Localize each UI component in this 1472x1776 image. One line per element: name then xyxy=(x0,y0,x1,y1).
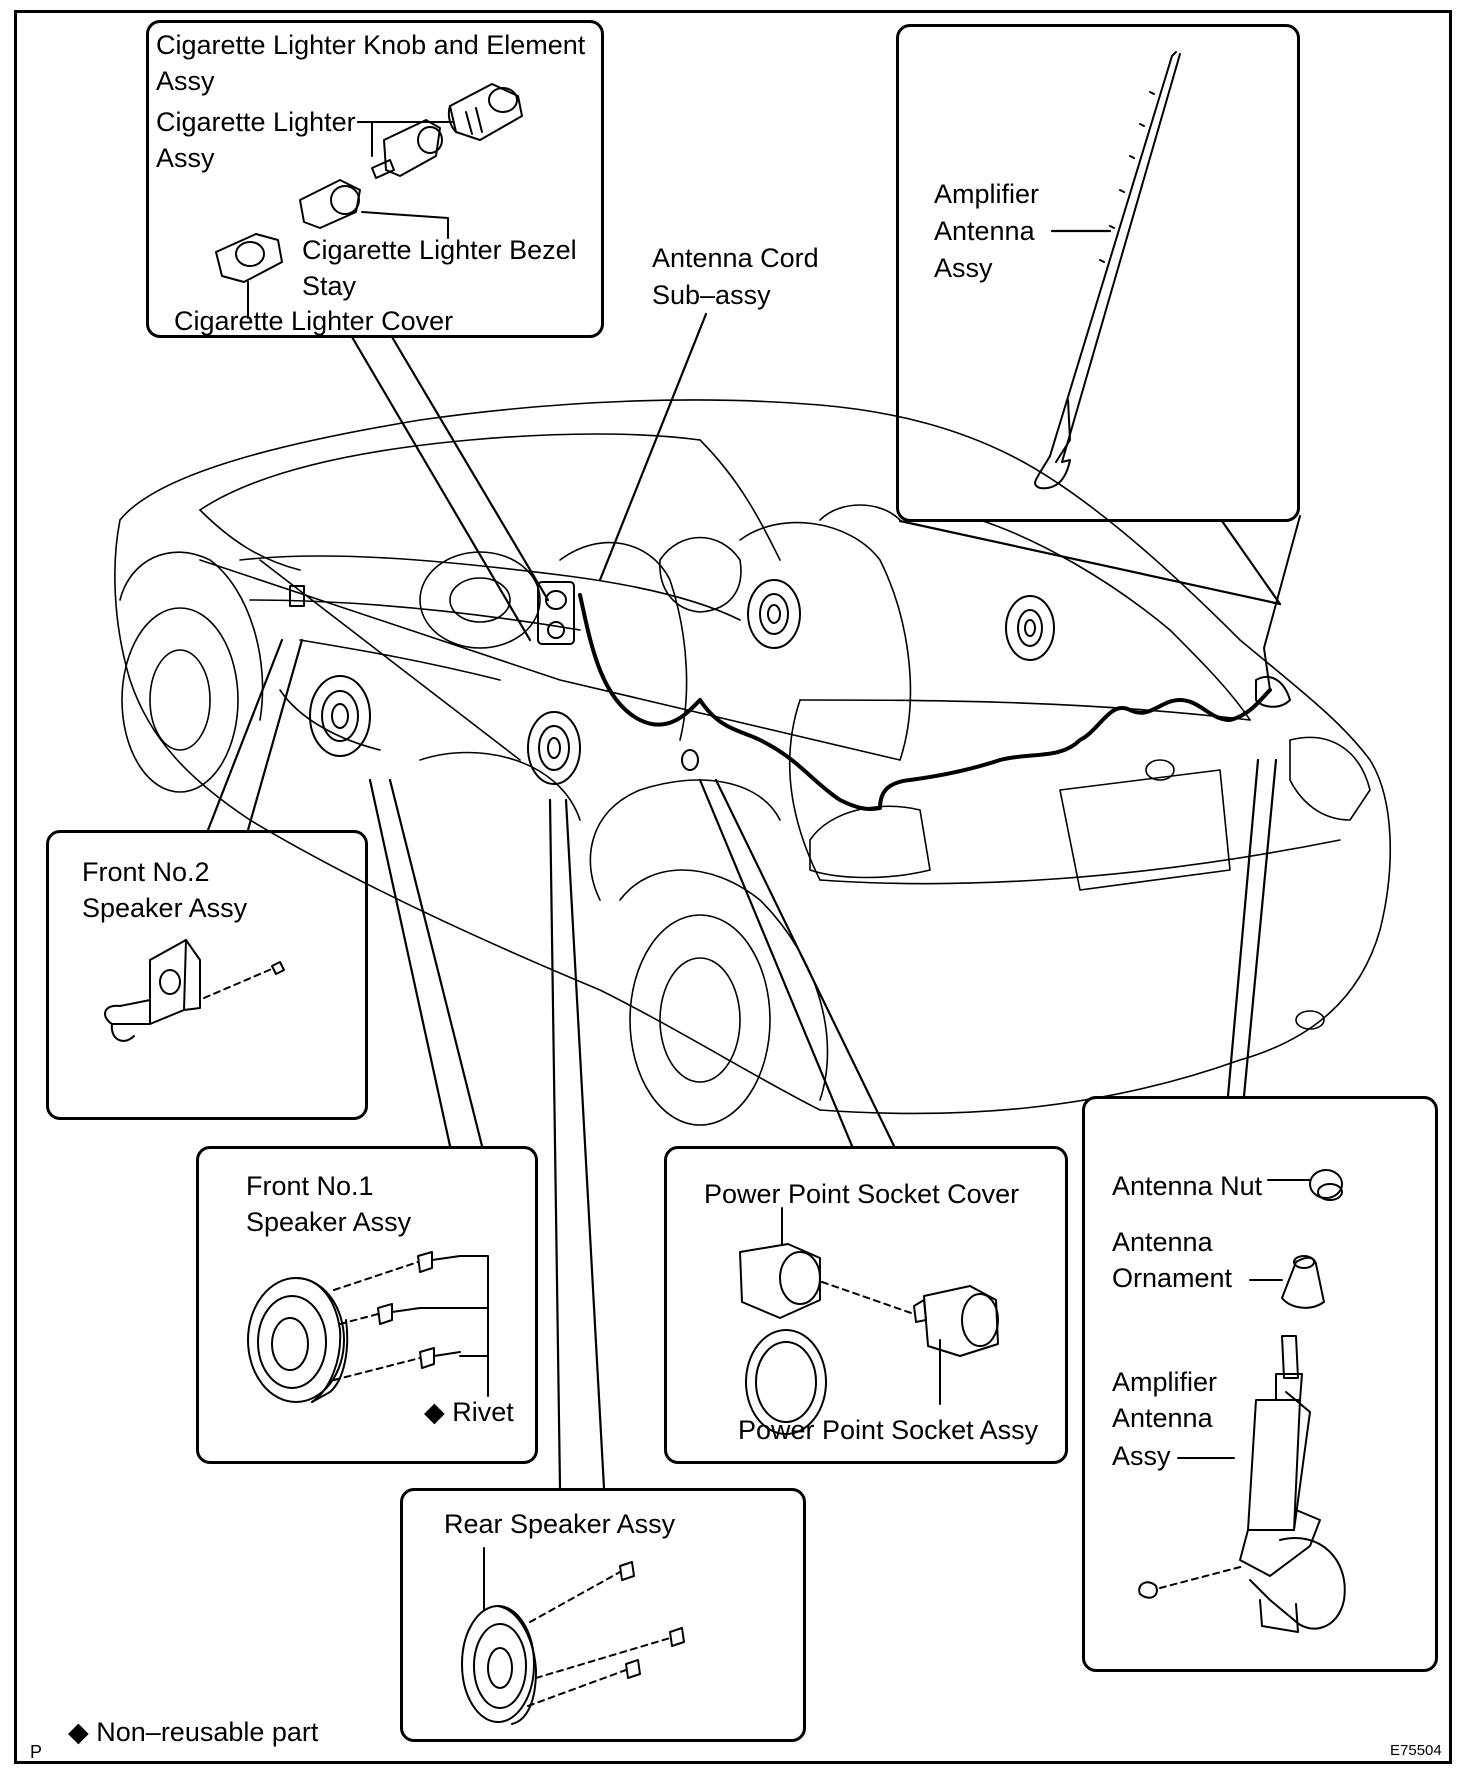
label-amp-antenna-bottom: Amplifier xyxy=(1112,1367,1218,1397)
label-amp-antenna-top: Amplifier xyxy=(934,179,1040,209)
car-speaker-upper-right xyxy=(1006,596,1054,660)
label-antenna-cord-line2: Sub–assy xyxy=(652,280,771,310)
car-speaker-front-no1 xyxy=(310,676,370,756)
label-cig-knob: Cigarette Lighter Knob and Element xyxy=(156,30,586,60)
callout-power-point-socket xyxy=(664,1146,1068,1464)
label-cig-bezel: Cigarette Lighter Bezel xyxy=(302,235,577,265)
label-amp-antenna-bottom-line3: Assy xyxy=(1112,1441,1171,1471)
car-illustration xyxy=(115,400,1390,1125)
cig-bezel-stay-illustration xyxy=(300,180,360,228)
cig-lighter-illustration xyxy=(372,120,442,178)
label-cig-cover: Cigarette Lighter Cover xyxy=(174,306,454,336)
power-socket-assy-illustration xyxy=(822,1282,998,1404)
label-amp-antenna-top-line2: Antenna xyxy=(934,216,1035,246)
label-front-no2: Front No.2 xyxy=(82,857,210,887)
label-rivet: ◆ Rivet xyxy=(424,1397,514,1427)
antenna-ornament-illustration xyxy=(1250,1256,1324,1308)
callout-rear-speaker xyxy=(400,1488,806,1742)
front-no2-speaker-illustration xyxy=(105,940,284,1041)
callout-front-no2-speaker xyxy=(46,830,368,1120)
label-antenna-ornament: Antenna xyxy=(1112,1227,1213,1257)
label-power-cover: Power Point Socket Cover xyxy=(704,1179,1020,1209)
label-amp-antenna-bottom-line2: Antenna xyxy=(1112,1403,1213,1433)
cig-knob-element-illustration xyxy=(449,84,522,140)
car-cig-lighter xyxy=(538,582,574,644)
label-antenna-cord: Antenna Cord xyxy=(652,243,819,273)
label-antenna-nut: Antenna Nut xyxy=(1112,1171,1263,1201)
callout-cigarette-lighter xyxy=(146,20,604,338)
figure-code: E75504 xyxy=(1390,1742,1442,1759)
diagram-frame xyxy=(14,10,1452,1764)
cig-leader-lines xyxy=(248,122,452,318)
amp-antenna-whip-illustration xyxy=(1035,52,1180,488)
car-speaker-rear xyxy=(528,712,580,784)
antenna-nut-illustration xyxy=(1268,1170,1342,1200)
power-socket-cover-illustration xyxy=(740,1208,826,1434)
label-cig-bezel-line2: Stay xyxy=(302,271,357,301)
cig-cover-illustration xyxy=(216,234,282,282)
callout-amplifier-antenna-top xyxy=(896,24,1300,522)
label-cig-lighter: Cigarette Lighter xyxy=(156,107,356,137)
label-power-assy: Power Point Socket Assy xyxy=(738,1415,1039,1445)
label-front-no2-line2: Speaker Assy xyxy=(82,893,248,923)
car-speaker-upper-left xyxy=(748,580,800,648)
front-no1-speaker-illustration xyxy=(248,1252,488,1402)
rear-speaker-illustration xyxy=(462,1548,684,1724)
callout-front-no1-speaker xyxy=(196,1146,538,1464)
legend-non-reusable: ◆ Non–reusable part xyxy=(68,1717,319,1747)
label-amp-antenna-top-line3: Assy xyxy=(934,253,993,283)
label-antenna-ornament-line2: Ornament xyxy=(1112,1263,1233,1293)
label-front-no1: Front No.1 xyxy=(246,1171,374,1201)
car-antenna xyxy=(1256,516,1300,707)
corner-letter: P xyxy=(30,1742,43,1762)
amp-antenna-base-illustration xyxy=(1139,1336,1345,1632)
callout-antenna-parts xyxy=(1082,1096,1438,1672)
label-cig-knob-line2: Assy xyxy=(156,66,215,96)
label-front-no1-line2: Speaker Assy xyxy=(246,1207,412,1237)
label-rear-speaker: Rear Speaker Assy xyxy=(444,1509,676,1539)
label-cig-lighter-line2: Assy xyxy=(156,143,215,173)
leader-lines xyxy=(208,231,1280,1488)
